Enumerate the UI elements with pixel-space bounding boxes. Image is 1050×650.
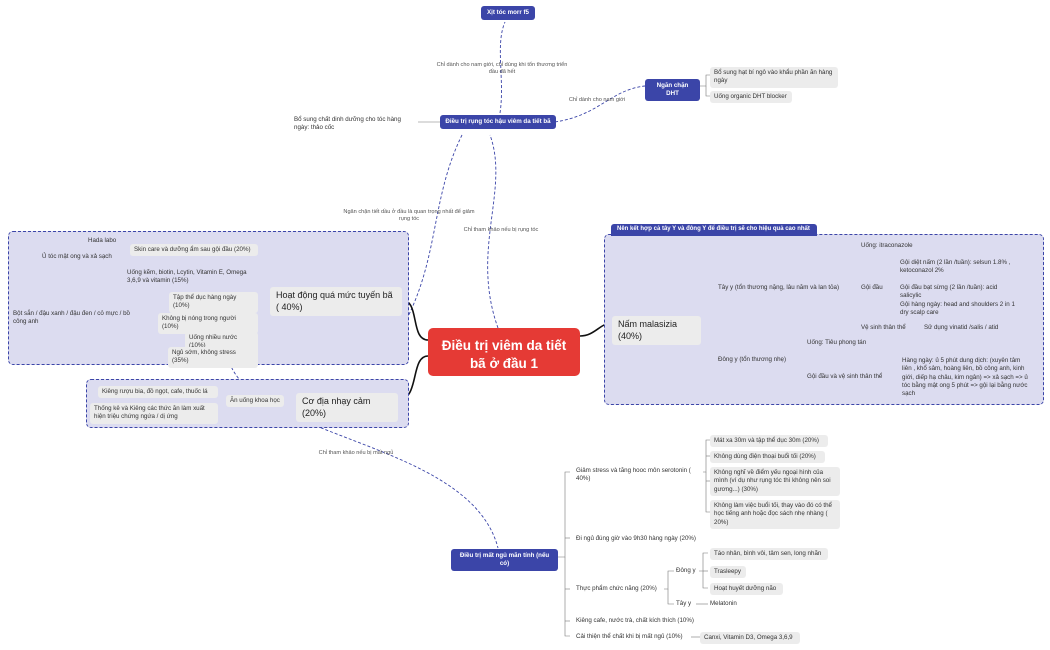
node-nam-malasizia[interactable]: Nấm malasizia (40%)	[612, 316, 701, 346]
note-nam-gioi: Chỉ dành cho nam giới	[568, 97, 626, 103]
node-co-dia-nhay-cam[interactable]: Cơ địa nhạy cảm (20%)	[296, 393, 398, 423]
leaf-kieng-ruou-bia: Kiêng rượu bia, đồ ngọt, cafe, thuốc lá	[98, 386, 218, 399]
node-dieu-tri-mat-ngu[interactable]: Điều trị mất ngủ mãn tính (nếu có)	[451, 549, 558, 572]
leaf-goi-dau-ve-sinh: Gội đầu và vệ sinh thân thể	[807, 373, 883, 380]
leaf-melatonin: Melatonin	[710, 600, 737, 607]
leaf-thuc-pham-chuc-nang: Thực phẩm chức năng (20%)	[576, 585, 657, 592]
leaf-canxi: Canxi, Vitamin D3, Omega 3,6,9	[700, 632, 800, 645]
leaf-giam-stress: Giảm stress và tăng hooc môn serotonin (…	[576, 467, 691, 483]
node-xit-toc[interactable]: Xịt tóc morr f5	[481, 6, 535, 21]
note-tham-khao-mat-ngu: Chỉ tham khảo nếu bị mất ngủ	[318, 450, 394, 456]
node-hoat-dong-tuyen-ba[interactable]: Hoạt động quá mức tuyến bã ( 40%)	[270, 287, 402, 317]
leaf-tay-y-mat-ngu: Tây y	[676, 600, 692, 607]
leaf-uong-tieu-phong-tan: Uống: Tiêu phong tán	[807, 339, 867, 346]
leaf-dong-y-ton-thuong: Đông y (tổn thương nhẹ)	[718, 356, 787, 363]
leaf-dong-y-mat-ngu: Đông y	[676, 567, 696, 574]
leaf-uong-kem: Uống kẽm, biotin, Lcytin, Vitamin E, Ome…	[127, 269, 247, 285]
leaf-dht-blocker: Uống organic DHT blocker	[710, 91, 792, 104]
node-dieu-tri-rung-toc[interactable]: Điều trị rụng tóc hậu viêm da tiết bã	[440, 115, 556, 130]
note-tham-khao-rung-toc: Chỉ tham khảo nếu bị rụng tóc	[463, 227, 539, 233]
leaf-ngu-som: Ngủ sớm, không stress (35%)	[168, 347, 258, 368]
leaf-tao-nhan: Táo nhân, bình vôi, tâm sen, long nhãn	[710, 548, 828, 561]
leaf-khong-nghi-diem-yeu: Không nghĩ về điểm yếu ngoại hình của mì…	[710, 467, 840, 497]
leaf-di-ngu-dung-gio: Đi ngủ đúng giờ vào 9h30 hàng ngày (20%)	[576, 535, 696, 542]
leaf-skin-care: Skin care và dưỡng ẩm sau gội đầu (20%)	[130, 244, 258, 257]
central-topic[interactable]: Điều trị viêm da tiết bã ở đầu 1	[428, 328, 580, 376]
node-ngan-chan-dht[interactable]: Ngăn chặn DHT	[645, 79, 700, 102]
leaf-hang-ngay-u: Hàng ngày: ủ 5 phút dung dịch: (xuyên tâ…	[902, 357, 1028, 398]
leaf-dht-hat-bi: Bổ sung hạt bí ngô vào khẩu phần ăn hàng…	[710, 67, 838, 88]
leaf-cai-thien: Cải thiện thể chất khi bị mất ngủ (10%)	[576, 633, 683, 640]
leaf-khong-bi-nong: Không bị nóng trong người (10%)	[158, 313, 258, 334]
leaf-su-dung-vinatid: Sử dụng vinatid /salis / atid	[924, 324, 999, 331]
leaf-khong-dung-dien-thoai: Không dùng điện thoại buổi tối (20%)	[710, 451, 825, 464]
leaf-u-toc-mat-ong: Ủ tóc mật ong và xả sạch	[42, 253, 112, 260]
leaf-tap-the-duc: Tập thể dục hàng ngày (10%)	[169, 292, 258, 313]
leaf-an-uong-khoa-hoc: Ăn uống khoa học	[226, 395, 284, 408]
leaf-ve-sinh-than-the: Vệ sinh thân thể	[861, 324, 906, 331]
leaf-bot-san: Bột sắn / đậu xanh / đậu đen / cỏ mực / …	[13, 310, 130, 326]
leaf-goi-diet-nam: Gội diệt nấm (2 lần /tuần): selsun 1.8% …	[900, 259, 1011, 275]
leaf-hoat-huyet: Hoạt huyết dưỡng não	[710, 583, 783, 596]
leaf-thong-ke: Thống kê và Kiêng các thức ăn làm xuất h…	[90, 403, 218, 424]
leaf-tay-y-ton-thuong: Tây y (tổn thương nặng, lâu năm và lan t…	[718, 284, 840, 291]
leaf-hada-labo: Hada labo	[88, 237, 117, 244]
leaf-khong-lam-viec: Không làm việc buổi tối, thay vào đó có …	[710, 500, 840, 530]
leaf-trasleepy: Trasleepy	[710, 566, 746, 579]
leaf-bo-sung-dinh-duong: Bổ sung chất dinh dưỡng cho tóc hàng ngà…	[294, 116, 401, 132]
leaf-goi-hang-ngay: Gội hàng ngày: head and shoulders 2 in 1…	[900, 301, 1015, 317]
note-nam-gioi-ton-thuong: Chỉ dành cho nam giới, chỉ dùng khi tổn …	[436, 62, 568, 76]
leaf-kieng-cafe: Kiêng cafe, nước trà, chất kích thích (1…	[576, 617, 694, 624]
leaf-goi-bat-sung: Gội đầu bạt sừng (2 lần /tuần): acid sal…	[900, 284, 998, 300]
leaf-mat-xa: Mát xa 30m và tập thể dục 30m (20%)	[710, 435, 828, 448]
caption-ket-hop: Nên kết hợp cả tây Y và đông Y để điều t…	[611, 224, 817, 236]
note-ngan-chan-tiet-dau: Ngăn chặn tiết dầu ở đầu là quan trọng n…	[343, 209, 475, 223]
leaf-uong-itraconazole: Uống: itraconazole	[861, 242, 913, 249]
leaf-goi-dau: Gội đầu	[861, 284, 883, 291]
